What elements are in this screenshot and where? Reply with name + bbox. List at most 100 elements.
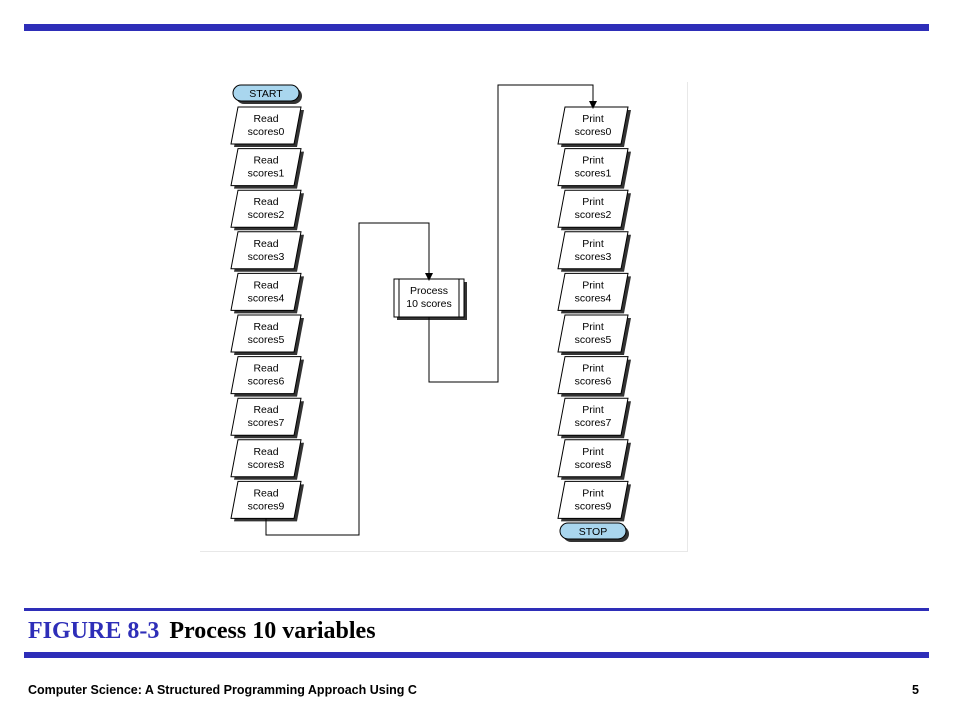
print-node-8-shape [557, 439, 629, 478]
caption-rule-bottom [24, 652, 929, 658]
top-rule [24, 24, 929, 31]
read-node-2-verb: Read [253, 196, 278, 208]
read-node-8-shape [230, 439, 302, 478]
read-node-0-operand: scores0 [248, 126, 285, 138]
read-node-2-operand: scores2 [248, 209, 285, 221]
print-node-4-verb: Print [582, 279, 604, 291]
print-node-5-operand: scores5 [575, 334, 612, 346]
print-node-1-operand: scores1 [575, 168, 612, 180]
read-node-3-operand: scores3 [248, 251, 285, 263]
stop-terminal-label: STOP [579, 526, 607, 538]
print-node-2-operand: scores2 [575, 209, 612, 221]
print-node-7-operand: scores7 [575, 417, 612, 429]
figure-caption: FIGURE 8-3 Process 10 variables [28, 614, 376, 648]
flowchart-canvas: STARTReadscores0Readscores1Readscores2Re… [230, 84, 631, 542]
read-node-9-operand: scores9 [248, 500, 285, 512]
read-node-5-shape [230, 314, 302, 353]
print-node-5-verb: Print [582, 321, 604, 333]
caption-label: FIGURE 8-3 [28, 618, 160, 644]
read-node-6-verb: Read [253, 363, 278, 375]
read-node-3-verb: Read [253, 238, 278, 250]
read-node-1-shape [230, 148, 302, 187]
print-node-3-operand: scores3 [575, 251, 612, 263]
read-node-0-shape [230, 106, 302, 145]
print-node-6-operand: scores6 [575, 376, 612, 388]
print-node-8-operand: scores8 [575, 459, 612, 471]
print-node-5-shape [557, 314, 629, 353]
read-node-9-shape [230, 480, 302, 519]
read-node-0-verb: Read [253, 113, 278, 125]
print-node-1-shape [557, 148, 629, 187]
read-node-1-verb: Read [253, 155, 278, 167]
print-node-0-verb: Print [582, 113, 604, 125]
read-node-4-verb: Read [253, 279, 278, 291]
read-node-4-shape [230, 272, 302, 311]
print-node-1-verb: Print [582, 155, 604, 167]
stop-terminal-shape [559, 522, 627, 540]
caption-title: Process 10 variables [169, 618, 376, 644]
footer-book-title: Computer Science: A Structured Programmi… [28, 683, 417, 697]
print-node-2-verb: Print [582, 196, 604, 208]
read-node-7-verb: Read [253, 404, 278, 416]
print-node-7-verb: Print [582, 404, 604, 416]
page-number: 5 [912, 683, 919, 697]
read-node-4-operand: scores4 [248, 292, 285, 304]
print-node-4-shape [557, 272, 629, 311]
print-node-0-shape [557, 106, 629, 145]
print-node-6-verb: Print [582, 363, 604, 375]
print-node-0-operand: scores0 [575, 126, 612, 138]
print-node-2-shape [557, 189, 629, 228]
print-node-4-operand: scores4 [575, 292, 612, 304]
connector-process-to-print [428, 84, 597, 383]
print-node-9-verb: Print [582, 487, 604, 499]
print-node-3-verb: Print [582, 238, 604, 250]
read-node-1-operand: scores1 [248, 168, 285, 180]
print-node-6-shape [557, 356, 629, 395]
read-node-6-operand: scores6 [248, 376, 285, 388]
read-node-9-verb: Read [253, 487, 278, 499]
read-node-6-shape [230, 356, 302, 395]
caption-rule-top [24, 608, 929, 611]
process-node-verb: Process [410, 285, 448, 297]
print-node-3-shape [557, 231, 629, 270]
read-node-8-operand: scores8 [248, 459, 285, 471]
read-node-7-operand: scores7 [248, 417, 285, 429]
print-node-9-operand: scores9 [575, 500, 612, 512]
read-node-8-verb: Read [253, 446, 278, 458]
read-node-7-shape [230, 397, 302, 436]
connector-read-to-process [265, 222, 433, 536]
start-terminal-shape [232, 84, 300, 102]
start-terminal: START [232, 84, 302, 104]
print-node-8-verb: Print [582, 446, 604, 458]
print-node-9-shape [557, 480, 629, 519]
start-terminal-label: START [249, 88, 283, 100]
stop-terminal: STOP [559, 522, 629, 542]
process-node-operand: 10 scores [406, 298, 452, 310]
read-node-5-verb: Read [253, 321, 278, 333]
read-node-2-shape [230, 189, 302, 228]
read-node-5-operand: scores5 [248, 334, 285, 346]
print-node-7-shape [557, 397, 629, 436]
